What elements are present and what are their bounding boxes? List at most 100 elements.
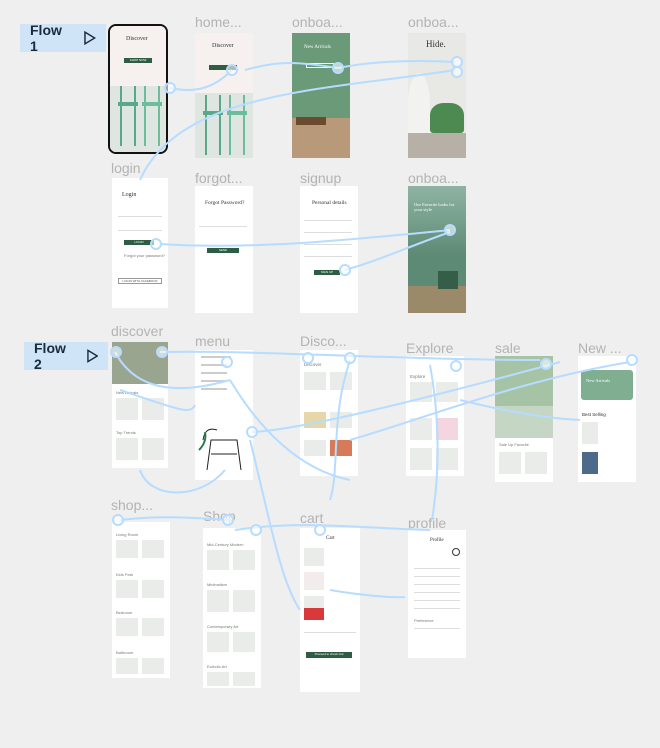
product-thumb[interactable] [525,452,547,474]
product-thumb[interactable] [330,372,352,390]
signup-button[interactable]: SIGN UP [314,270,340,275]
hotspot[interactable] [450,360,462,372]
flow-1-badge[interactable]: Flow 1 [20,22,106,54]
product-thumb[interactable] [436,418,458,440]
product-thumb[interactable] [304,412,326,428]
product-thumb[interactable] [410,448,432,470]
product-thumb[interactable] [233,672,255,686]
avatar[interactable] [452,548,460,556]
password-field[interactable] [118,230,162,231]
home-shop-button[interactable] [209,65,237,70]
name-field[interactable] [304,220,352,221]
product-thumb[interactable] [142,580,164,598]
send-button[interactable]: SEND [207,248,239,253]
hotspot[interactable] [250,524,262,536]
product-thumb[interactable] [582,452,598,474]
confirm-field[interactable] [304,256,352,257]
frame-onboarding2[interactable]: Hide. [408,33,466,158]
frame-disco[interactable]: Discover [300,350,358,476]
new-arrivals-heading: New Arrivals [116,390,139,395]
product-thumb[interactable] [233,590,255,612]
product-thumb[interactable] [330,412,352,428]
hotspot[interactable] [314,524,326,536]
cart-item-thumb[interactable] [304,608,324,620]
product-thumb[interactable] [116,658,138,674]
forgot-password-link[interactable]: Forgot your password? [124,253,165,258]
hotspot[interactable] [110,346,122,358]
frame-onboarding1[interactable]: New Arrivals [292,33,350,158]
hotspot[interactable] [444,224,456,236]
hotspot[interactable] [246,426,258,438]
login-button[interactable]: LOGIN [124,240,154,245]
frame-home[interactable]: Discover [195,33,253,158]
facebook-login-button[interactable]: LOGIN WITH FACEBOOK [118,278,162,284]
onboarding1-button[interactable] [306,63,334,68]
frame-shop[interactable]: Living Room Kids Park Bedroom Bathroom [112,522,170,678]
hotspot[interactable] [332,62,344,74]
hotspot[interactable] [222,514,234,526]
frame-menu[interactable] [195,350,253,480]
frame-sale[interactable]: Sale Up Favorite [495,356,553,482]
frame-label-cart: cart [300,510,324,526]
frame-cart[interactable]: Cart Proceed to check Out [300,528,360,692]
email-field[interactable] [304,232,352,233]
hotspot[interactable] [150,238,162,250]
frame-explore[interactable]: Explore [406,356,464,476]
hotspot[interactable] [156,346,168,358]
product-thumb[interactable] [436,382,458,402]
product-thumb[interactable] [410,382,432,402]
product-thumb[interactable] [582,422,598,444]
hotspot[interactable] [221,356,233,368]
checkout-button[interactable]: Proceed to check Out [306,652,352,658]
product-thumb[interactable] [116,580,138,598]
hotspot[interactable] [540,358,552,370]
frame-shop2[interactable]: Mid-Century Modern Minimalism Contempora… [203,528,261,688]
frame-new-arrivals[interactable]: New Arrivals Best Selling [578,356,636,482]
hotspot[interactable] [339,264,351,276]
product-thumb[interactable] [116,438,138,460]
product-thumb[interactable] [436,448,458,470]
hotspot[interactable] [344,352,356,364]
hotspot[interactable] [626,354,638,366]
product-thumb[interactable] [207,590,229,612]
signup-title: Personal details [312,200,347,206]
product-thumb[interactable] [304,372,326,390]
hotspot[interactable] [302,352,314,364]
hotspot[interactable] [226,64,238,76]
product-thumb[interactable] [207,550,229,570]
product-thumb[interactable] [233,550,255,570]
product-thumb[interactable] [142,618,164,636]
shop-now-button[interactable]: SHOP NOW [124,58,152,63]
product-thumb[interactable] [116,540,138,558]
product-thumb[interactable] [410,418,432,440]
product-thumb[interactable] [142,398,164,420]
product-thumb[interactable] [233,632,255,652]
frame-onboarding3[interactable]: Our Favorite looks for your style [408,186,466,313]
frame-discover[interactable]: New Arrivals Top Trends [112,342,168,468]
frame-profile[interactable]: Profile Preference [408,530,466,658]
product-thumb[interactable] [116,398,138,420]
promo-field[interactable] [304,632,356,633]
product-thumb[interactable] [142,658,164,674]
password-field[interactable] [304,244,352,245]
flow-2-badge[interactable]: Flow 2 [24,340,108,372]
frame-discover-start[interactable]: Discover SHOP NOW [108,24,168,154]
email-field[interactable] [118,216,162,217]
cart-item-thumb[interactable] [304,572,324,590]
product-thumb[interactable] [330,440,352,456]
forgot-email-field[interactable] [199,226,247,227]
hotspot[interactable] [112,514,124,526]
product-thumb[interactable] [142,438,164,460]
product-thumb[interactable] [304,440,326,456]
product-thumb[interactable] [499,452,521,474]
frame-forgot[interactable]: Forgot Password? SEND [195,186,253,313]
hotspot[interactable] [451,66,463,78]
frame-signup[interactable]: Personal details SIGN UP [300,186,358,313]
product-thumb[interactable] [207,632,229,652]
product-thumb[interactable] [116,618,138,636]
product-thumb[interactable] [207,672,229,686]
cart-item-thumb[interactable] [304,548,324,566]
hotspot[interactable] [164,82,176,94]
product-thumb[interactable] [142,540,164,558]
